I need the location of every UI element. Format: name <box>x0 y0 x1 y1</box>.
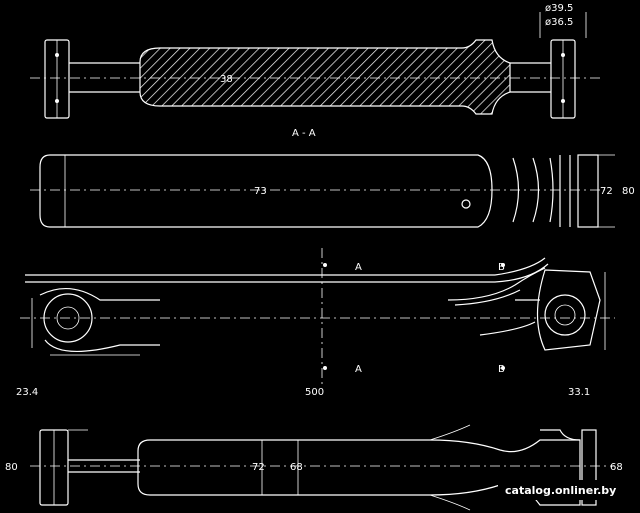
watermark-background <box>498 480 636 500</box>
dim-middle-right-2: 80 <box>622 186 635 197</box>
dim-top-center: 38 <box>220 74 233 85</box>
section-label: A - A <box>292 128 316 139</box>
dim-bottom-left: 80 <box>5 462 18 473</box>
dim-section-a-top: A <box>355 262 362 273</box>
dim-side-center: 500 <box>305 387 324 398</box>
dim-bottom-right: 68 <box>610 462 623 473</box>
dim-middle-center: 73 <box>254 186 267 197</box>
dim-bottom-center-2: 68 <box>290 462 303 473</box>
side-elevation-view: A B B A 23.4 500 33.1 <box>16 248 615 398</box>
watermark: catalog.onliner.by <box>505 484 616 497</box>
dim-section-b-bottom: B <box>498 364 505 375</box>
dim-bottom-center-1: 72 <box>252 462 265 473</box>
top-section-view: ø39.5 ø36.5 38 A - A <box>30 3 600 139</box>
dim-upper-diameter: ø39.5 <box>545 3 573 14</box>
dim-lower-diameter: ø36.5 <box>545 17 573 28</box>
bottom-plan-view: 80 72 68 68 <box>5 424 623 511</box>
dim-side-right: 33.1 <box>568 387 590 398</box>
middle-plan-view: 73 72 80 <box>30 154 635 228</box>
dim-middle-right-1: 72 <box>600 186 613 197</box>
dim-section-b-top: B <box>498 262 505 273</box>
dim-section-a-bottom: A <box>355 364 362 375</box>
dim-side-left: 23.4 <box>16 387 38 398</box>
